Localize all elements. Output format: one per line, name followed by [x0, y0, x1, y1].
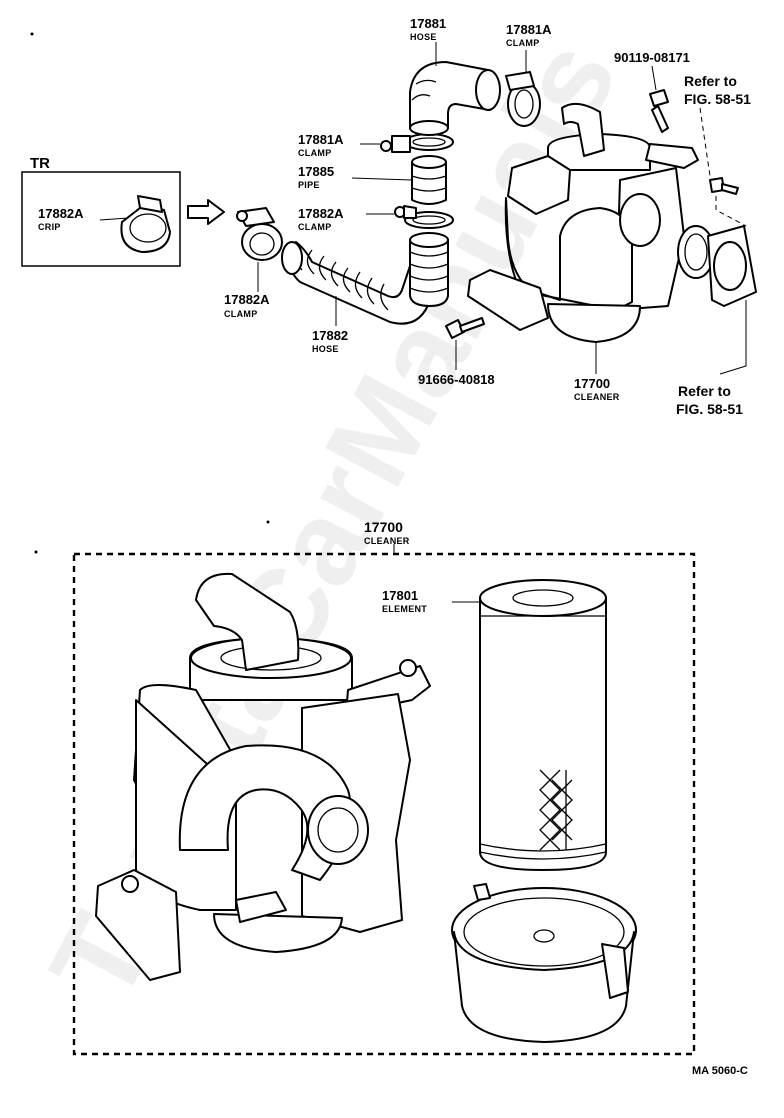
hose-17881-name: HOSE: [410, 32, 437, 42]
element-name: ELEMENT: [382, 604, 427, 614]
clamp-17881a-mid-name: CLAMP: [298, 148, 332, 158]
clamp-17882a-mid-name: CLAMP: [298, 222, 332, 232]
refer-bottom-line2: FIG. 58-51: [676, 401, 743, 417]
cleaner-assembly-dashed-box: [72, 552, 696, 1056]
filter-mesh-icon: [539, 769, 573, 851]
clamp-17882a-left: [236, 207, 283, 292]
refer-top-line1: Refer to: [684, 73, 737, 89]
hose-17881: [409, 42, 501, 136]
pipe-17885-number: 17885: [298, 164, 334, 179]
tr-clip-name: CRIP: [38, 222, 61, 232]
stray-dot: [266, 520, 270, 524]
bolt-91666: [445, 317, 485, 370]
element-17801: [452, 579, 607, 871]
clamp-17882a-left-name: CLAMP: [224, 309, 258, 319]
clamp-17882a-mid-number: 17882A: [298, 206, 344, 221]
cleaner-top-name: CLEANER: [574, 392, 620, 402]
hose-17882-name: HOSE: [312, 344, 339, 354]
bolt-90119-number: 90119-08171: [614, 50, 690, 65]
cleaner-case: [451, 883, 637, 1043]
hose-17882-number: 17882: [312, 328, 348, 343]
clamp-17882a-left-number: 17882A: [224, 292, 270, 307]
clamp-17882a-mid: [366, 205, 454, 229]
tr-clip-icon: [120, 195, 171, 253]
stray-dot: [34, 550, 38, 554]
clamp-17881a-top: [505, 50, 541, 127]
hose-17881-number: 17881: [410, 16, 446, 31]
cleaner-box-number: 17700: [364, 519, 403, 535]
tr-inset-box: TR 17882A CRIP: [21, 155, 225, 267]
bolt-90119: [649, 65, 669, 133]
refer-bottom-line1: Refer to: [678, 383, 731, 399]
pipe-17885-name: PIPE: [298, 180, 320, 190]
stray-dot: [30, 32, 34, 36]
cleaner-housing: [95, 572, 431, 981]
clamp-17881a-top-name: CLAMP: [506, 38, 540, 48]
hose-vertical-section: [409, 232, 449, 307]
refer-top-line2: FIG. 58-51: [684, 91, 751, 107]
small-bolt: [709, 177, 739, 195]
cleaner-top-number: 17700: [574, 376, 610, 391]
clamp-17881a-mid-number: 17881A: [298, 132, 344, 147]
clamp-17881a-mid: [360, 133, 454, 153]
gasket-flange: [677, 225, 757, 307]
clamp-17881a-top-number: 17881A: [506, 22, 552, 37]
cleaner-box-name: CLEANER: [364, 536, 410, 546]
figure-code: MA 5060-C: [692, 1065, 748, 1077]
arrow-icon: [187, 199, 225, 225]
bolt-91666-number: 91666-40818: [418, 372, 495, 387]
pipe-17885: [351, 155, 447, 205]
tr-clip-number: 17882A: [38, 206, 84, 221]
cleaner-assembly-top: [467, 102, 699, 374]
tr-title: TR: [30, 155, 50, 172]
element-number: 17801: [382, 588, 418, 603]
